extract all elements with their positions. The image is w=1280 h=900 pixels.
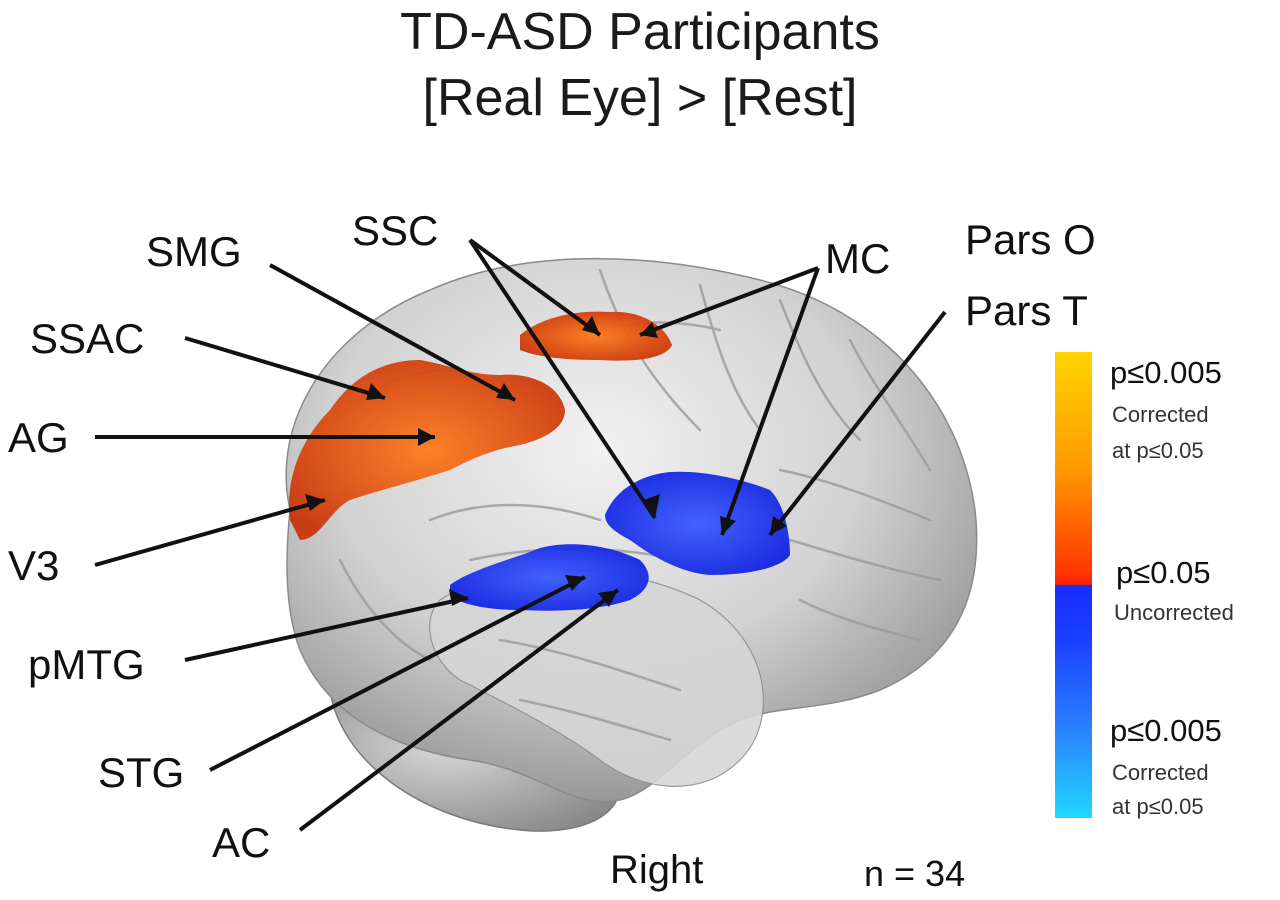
ssc-pointer-to-motor bbox=[468, 238, 602, 337]
label-v3: V3 bbox=[8, 542, 60, 589]
legend-bottom-note1: Corrected bbox=[1112, 760, 1209, 785]
pointer-lines bbox=[94, 238, 947, 832]
label-smg: SMG bbox=[146, 228, 242, 275]
ssc-pointer-to-opercular bbox=[468, 238, 657, 520]
figure-title: TD-ASD Participants bbox=[400, 3, 880, 61]
smg-arrowhead bbox=[496, 383, 515, 400]
ac-pointer bbox=[298, 588, 620, 832]
sample-size-label: n = 34 bbox=[864, 853, 966, 894]
label-pars-o: Pars O bbox=[965, 216, 1096, 263]
pars-t-pointer bbox=[768, 310, 947, 537]
legend-mid-p: p≤0.05 bbox=[1116, 555, 1211, 590]
mc-pointer-to-opercular bbox=[720, 267, 820, 536]
label-ssac: SSAC bbox=[30, 315, 145, 362]
mc-arrowhead-opercular bbox=[720, 516, 736, 535]
motor-activation bbox=[520, 311, 672, 361]
warm-activations bbox=[289, 311, 672, 540]
significance-colorbar bbox=[1055, 352, 1092, 818]
ssac-arrowhead bbox=[366, 383, 385, 400]
label-pmtg: pMTG bbox=[28, 641, 145, 688]
label-ag: AG bbox=[8, 414, 69, 461]
legend-bottom-note2: at p≤0.05 bbox=[1112, 794, 1204, 819]
ac-arrowhead bbox=[598, 590, 618, 607]
ssc-arrowhead-motor bbox=[582, 316, 600, 335]
hemisphere-label: Right bbox=[610, 848, 704, 892]
legend-top-note1: Corrected bbox=[1112, 402, 1209, 427]
label-stg: STG bbox=[98, 749, 185, 796]
legend-top-note2: at p≤0.05 bbox=[1112, 438, 1204, 463]
label-pars-t: Pars T bbox=[965, 287, 1088, 334]
label-ac: AC bbox=[212, 819, 271, 866]
parietal-activation bbox=[289, 360, 565, 540]
label-ssc: SSC bbox=[352, 207, 439, 254]
v3-pointer bbox=[94, 498, 326, 567]
stg-arrowhead bbox=[565, 575, 585, 591]
pars-t-arrowhead bbox=[770, 516, 787, 535]
smg-pointer bbox=[269, 263, 516, 402]
legend-top-p: p≤0.005 bbox=[1110, 355, 1222, 390]
mc-pointer-to-motor bbox=[639, 266, 819, 337]
stg-pointer bbox=[209, 575, 586, 772]
pmtg-pointer bbox=[184, 596, 469, 662]
pmtg-arrowhead bbox=[449, 589, 468, 606]
ssac-pointer bbox=[184, 336, 386, 400]
ag-arrowhead bbox=[418, 428, 435, 446]
v3-arrowhead bbox=[305, 494, 325, 511]
ssc-arrowhead-opercular bbox=[644, 494, 660, 518]
label-mc: MC bbox=[825, 235, 891, 282]
figure-subtitle: [Real Eye] > [Rest] bbox=[422, 69, 858, 127]
legend-bottom-p: p≤0.005 bbox=[1110, 713, 1222, 748]
legend-mid-note: Uncorrected bbox=[1114, 600, 1234, 625]
mc-arrowhead-motor bbox=[640, 322, 658, 338]
arrowheads bbox=[305, 316, 787, 607]
